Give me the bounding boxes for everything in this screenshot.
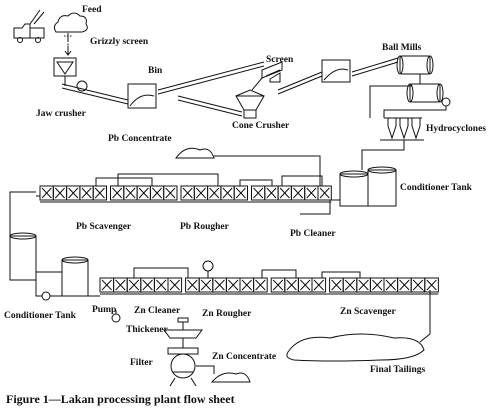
label-final-tailings: Final Tailings (370, 365, 425, 375)
label-feed: Feed (82, 5, 102, 15)
figure-caption: Figure 1—Lakan processing plant flow she… (6, 392, 235, 406)
ball-mill-1-icon (397, 56, 433, 74)
jaw-crusher-icon (54, 58, 76, 76)
flotation-cell (168, 278, 182, 292)
label-zn-cleaner: Zn Cleaner (134, 306, 181, 316)
zn-flotation-bank (100, 278, 438, 294)
flotation-cell (312, 278, 326, 292)
label-pb-concentrate: Pb Concentrate (108, 134, 172, 144)
pb-flotation-bank (40, 186, 331, 202)
ball-mill-2-icon (407, 84, 443, 102)
label-bin: Bin (148, 66, 163, 76)
zn-concentrate-pile-icon (212, 373, 250, 382)
conditioner-pump-icon (42, 292, 50, 300)
conveyor-jaw-to-bin (62, 81, 128, 104)
conveyor-cone-return (178, 96, 242, 116)
conveyor-to-fine-bin (278, 72, 322, 94)
label-conditioner-tank-left: Conditioner Tank (4, 311, 77, 321)
flotation-cell (234, 186, 247, 200)
label-hydrocyclones: Hydrocyclones (426, 124, 486, 134)
final-tailings-pile-icon (287, 334, 424, 361)
bin-icon (128, 84, 156, 108)
flotation-cell (93, 186, 106, 200)
feed-truck-icon (14, 10, 44, 43)
label-cone-crusher: Cone Crusher (232, 121, 290, 131)
label-pb-cleaner: Pb Cleaner (290, 229, 336, 239)
label-zn-scavenger: Zn Scavenger (340, 307, 396, 317)
zn-pump-icon (203, 261, 213, 271)
label-pb-rougher: Pb Rougher (180, 222, 230, 232)
label-pump: Pump (92, 305, 116, 315)
conveyor-to-ball-mills (352, 58, 398, 76)
label-screen: Screen (266, 55, 294, 65)
pump-icon (112, 314, 120, 322)
hydrocyclones-icon (380, 118, 424, 140)
feed-pile-icon (54, 13, 87, 32)
flotation-cell (164, 186, 177, 200)
label-zn-concentrate: Zn Concentrate (212, 352, 276, 362)
conditioner-tank-left-2 (62, 257, 88, 296)
pb-concentrate-pile-icon (176, 148, 214, 158)
conditioner-tank-left (10, 233, 36, 280)
flotation-cell (425, 278, 439, 292)
cone-crusher-icon (236, 90, 264, 118)
conditioner-tank-top (340, 167, 396, 206)
label-filter: Filter (130, 358, 153, 368)
label-jaw-crusher: Jaw crusher (36, 109, 87, 119)
label-thickener: Thickener (126, 325, 168, 335)
label-zn-rougher: Zn Rougher (202, 309, 252, 319)
screen-icon (262, 62, 282, 82)
label-pb-scavenger: Pb Scavenger (76, 222, 132, 232)
fine-bin-icon (322, 60, 350, 82)
label-grizzly: Grizzly screen (90, 37, 149, 47)
mill-pump-icon (442, 98, 450, 106)
conveyor-bin-to-screen (158, 62, 264, 94)
filter-icon (168, 348, 198, 386)
thickener-icon (164, 318, 202, 338)
flotation-cell (318, 186, 331, 200)
label-conditioner-tank-top: Conditioner Tank (400, 183, 473, 193)
label-ball-mills: Ball Mills (382, 43, 422, 53)
flotation-cell (254, 278, 268, 292)
